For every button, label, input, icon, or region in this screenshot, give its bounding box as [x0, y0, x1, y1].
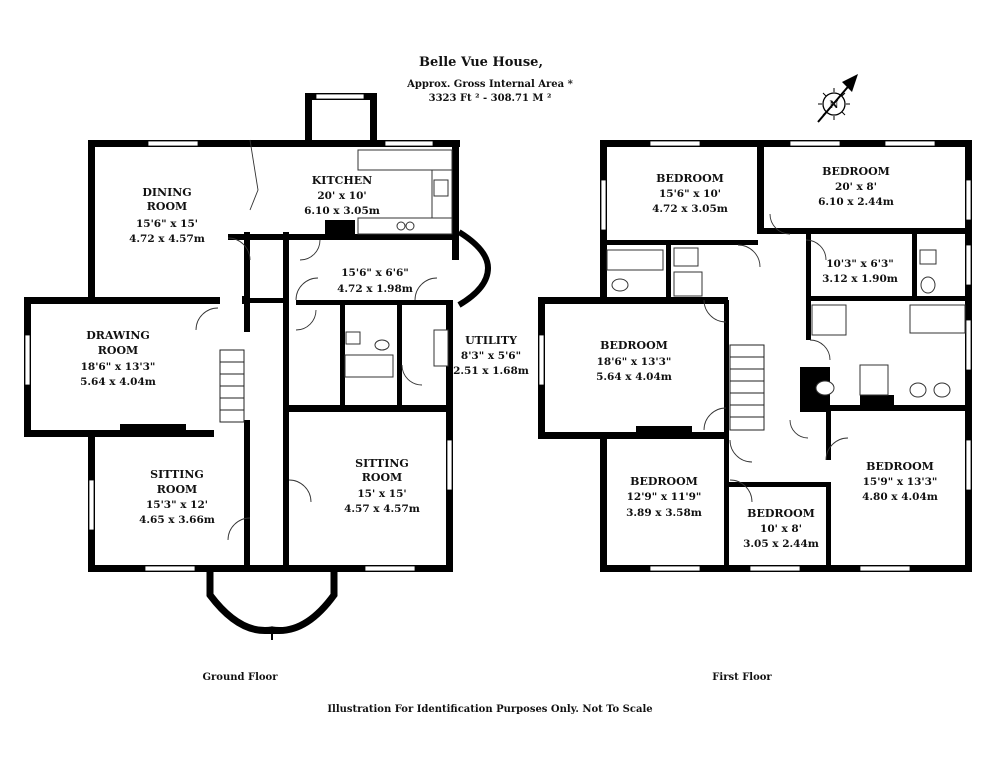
svg-text:15'6" x 15': 15'6" x 15' — [136, 218, 198, 230]
room-bedroom-3: BEDROOM 18'6" x 13'3" 5.64 x 4.04m — [596, 339, 672, 383]
room-sitting-right: SITTING ROOM 15' x 15' 4.57 x 4.57m — [344, 457, 420, 515]
toilet-icon — [909, 382, 927, 398]
svg-text:15'3" x 12': 15'3" x 12' — [146, 499, 208, 511]
svg-text:15'6" x 6'6": 15'6" x 6'6" — [341, 267, 408, 279]
svg-text:BEDROOM: BEDROOM — [866, 460, 934, 473]
svg-text:6.10 x 3.05m: 6.10 x 3.05m — [304, 205, 380, 217]
svg-text:3.05 x 2.44m: 3.05 x 2.44m — [743, 538, 819, 550]
toilet-icon — [920, 276, 936, 294]
shower-icon — [859, 364, 889, 396]
svg-text:12'9" x 11'9": 12'9" x 11'9" — [627, 491, 702, 503]
room-sitting-left: SITTING ROOM 15'3" x 12' 4.65 x 3.66m — [139, 468, 215, 526]
room-bedroom-4: BEDROOM 12'9" x 11'9" 3.89 x 3.58m — [626, 475, 702, 519]
staircase-icon — [729, 344, 765, 431]
svg-text:2.51 x 1.68m: 2.51 x 1.68m — [453, 365, 529, 377]
kitchen-sink-icon — [433, 179, 449, 197]
svg-text:BEDROOM: BEDROOM — [630, 475, 698, 488]
svg-text:15'6" x 10': 15'6" x 10' — [659, 188, 721, 200]
svg-text:4.80 x 4.04m: 4.80 x 4.04m — [862, 491, 938, 503]
svg-text:ROOM: ROOM — [98, 344, 138, 357]
svg-text:15'9" x 13'3": 15'9" x 13'3" — [863, 476, 938, 488]
svg-text:10'3" x 6'3": 10'3" x 6'3" — [826, 258, 893, 270]
svg-text:DINING: DINING — [142, 186, 191, 199]
svg-text:10' x 8': 10' x 8' — [760, 523, 802, 535]
basin-icon — [345, 331, 361, 345]
svg-text:15' x 15': 15' x 15' — [357, 488, 406, 500]
svg-text:18'6" x 13'3": 18'6" x 13'3" — [81, 361, 156, 373]
svg-text:20' x 8': 20' x 8' — [835, 181, 877, 193]
ground-floor-label: Ground Floor — [203, 672, 279, 683]
svg-text:DRAWING: DRAWING — [86, 329, 150, 342]
svg-text:BEDROOM: BEDROOM — [656, 172, 724, 185]
svg-text:8'3" x 5'6": 8'3" x 5'6" — [461, 350, 521, 362]
svg-text:ROOM: ROOM — [147, 200, 187, 213]
svg-text:5.64 x 4.04m: 5.64 x 4.04m — [596, 371, 672, 383]
area-label: Approx. Gross Internal Area * — [406, 79, 573, 90]
room-kitchen: KITCHEN 20' x 10' 6.10 x 3.05m — [304, 174, 380, 217]
toilet-icon — [374, 339, 390, 351]
area-value: 3323 Ft ² - 308.71 M ² — [429, 93, 552, 104]
room-utility: UTILITY 8'3" x 5'6" 2.51 x 1.68m — [453, 334, 529, 377]
room-hall-store: 15'6" x 6'6" 4.72 x 1.98m — [337, 267, 413, 295]
svg-text:SITTING: SITTING — [355, 457, 409, 470]
svg-text:BEDROOM: BEDROOM — [600, 339, 668, 352]
kitchen-counter — [357, 149, 453, 171]
room-dining: DINING ROOM 15'6" x 15' 4.72 x 4.57m — [129, 186, 205, 245]
room-bedroom-1: BEDROOM 15'6" x 10' 4.72 x 3.05m — [652, 172, 728, 215]
first-floor-label: First Floor — [712, 672, 772, 683]
plan-title: Belle Vue House, — [419, 55, 543, 70]
svg-text:4.57 x 4.57m: 4.57 x 4.57m — [344, 503, 420, 515]
staircase-icon — [219, 349, 245, 423]
bath-icon — [909, 304, 966, 334]
room-bedroom-2: BEDROOM 20' x 8' 6.10 x 2.44m — [818, 165, 894, 208]
bath-icon — [344, 354, 394, 378]
utility-sink-icon — [433, 329, 449, 367]
svg-text:4.72 x 4.57m: 4.72 x 4.57m — [129, 233, 205, 245]
ground-bay-window — [206, 572, 338, 640]
bath-icon — [606, 249, 664, 271]
disclaimer: Illustration For Identification Purposes… — [327, 704, 652, 715]
svg-text:18'6" x 13'3": 18'6" x 13'3" — [597, 356, 672, 368]
shower-icon — [673, 271, 703, 297]
room-landing-small: 10'3" x 6'3" 3.12 x 1.90m — [822, 258, 898, 285]
svg-text:6.10 x 2.44m: 6.10 x 2.44m — [818, 196, 894, 208]
compass-letter: N — [829, 100, 838, 111]
hob-icon — [396, 221, 406, 231]
svg-text:5.64 x 4.04m: 5.64 x 4.04m — [80, 376, 156, 388]
svg-text:4.72 x 3.05m: 4.72 x 3.05m — [652, 203, 728, 215]
svg-text:ROOM: ROOM — [157, 483, 197, 496]
toilet-icon — [815, 380, 835, 396]
room-bedroom-5: BEDROOM 10' x 8' 3.05 x 2.44m — [743, 507, 819, 550]
svg-text:UTILITY: UTILITY — [465, 334, 517, 347]
svg-text:4.65 x 3.66m: 4.65 x 3.66m — [139, 514, 215, 526]
svg-text:4.72 x 1.98m: 4.72 x 1.98m — [337, 283, 413, 295]
svg-text:20' x 10': 20' x 10' — [317, 190, 366, 202]
toilet-icon — [611, 278, 629, 292]
bidet-icon — [933, 382, 951, 398]
room-bedroom-6: BEDROOM 15'9" x 13'3" 4.80 x 4.04m — [862, 460, 938, 503]
shower-icon — [811, 304, 847, 336]
svg-text:BEDROOM: BEDROOM — [822, 165, 890, 178]
svg-text:3.12 x 1.90m: 3.12 x 1.90m — [822, 273, 898, 285]
compass-icon: N — [817, 74, 858, 123]
svg-text:SITTING: SITTING — [150, 468, 204, 481]
basin-icon — [673, 247, 699, 267]
svg-text:KITCHEN: KITCHEN — [312, 174, 372, 187]
basin-icon — [919, 249, 937, 265]
svg-text:3.89 x 3.58m: 3.89 x 3.58m — [626, 507, 702, 519]
svg-text:BEDROOM: BEDROOM — [747, 507, 815, 520]
room-drawing: DRAWING ROOM 18'6" x 13'3" 5.64 x 4.04m — [80, 329, 156, 388]
utility-bay-window — [457, 229, 492, 308]
svg-text:ROOM: ROOM — [362, 471, 402, 484]
